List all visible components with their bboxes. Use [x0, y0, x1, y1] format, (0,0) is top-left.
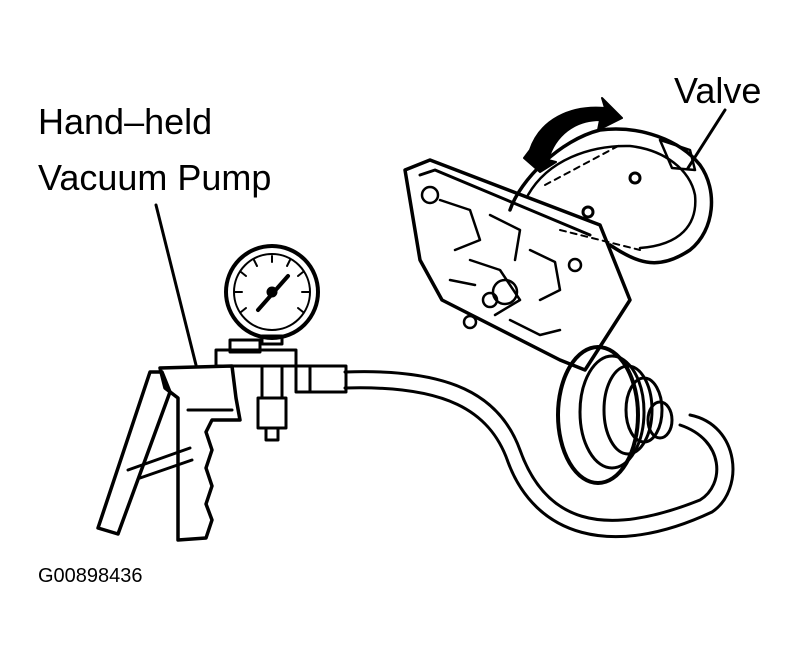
valve-housing [403, 158, 632, 372]
label-vacuum-pump: Vacuum Pump [38, 157, 272, 198]
label-valve: Valve [674, 70, 762, 111]
pump-grip [158, 364, 242, 542]
pressure-gauge [224, 244, 320, 346]
leader-line-pump [154, 203, 198, 367]
pump-release-valve [256, 396, 288, 430]
pump-lever [96, 370, 172, 536]
vacuum-pump [96, 244, 348, 542]
pump-barrel [214, 348, 298, 368]
figure-code: G00898436 [38, 565, 143, 587]
label-hand-held: Hand–held [38, 101, 213, 142]
rotation-arrow-icon [523, 97, 623, 173]
hose-connector [294, 364, 348, 394]
vacuum-hose [343, 370, 735, 539]
valve-flap [508, 127, 714, 265]
